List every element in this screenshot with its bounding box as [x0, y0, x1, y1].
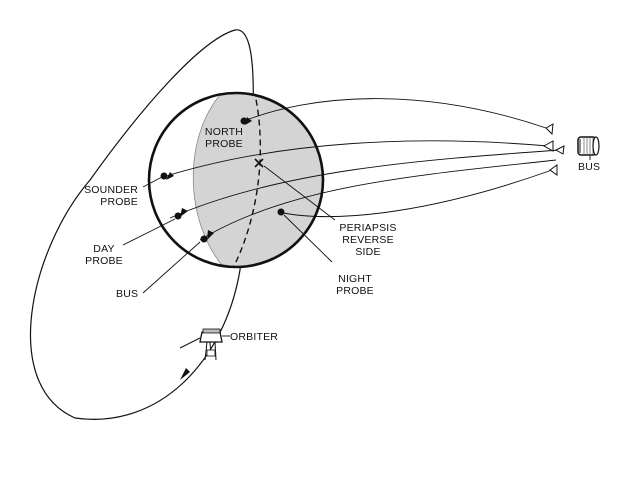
orbit-direction-arrow-icon [180, 368, 190, 380]
night-probe-entry-point [277, 208, 285, 216]
orbiter-label: ORBITER [230, 331, 279, 343]
trajectories [159, 98, 561, 241]
leader-lines [122, 156, 591, 294]
probe-cone-day [554, 145, 565, 155]
planet-shaded-hemisphere [193, 93, 323, 267]
day-probe-entry-point [174, 212, 182, 220]
periapsis-reverse-side-label: PERIAPSIS REVERSE SIDE [339, 222, 397, 258]
trajectory-night-probe [277, 169, 553, 218]
released-probes [542, 123, 565, 176]
trajectory-day-probe [169, 149, 561, 219]
orbiter-spacecraft-icon [179, 328, 230, 361]
trajectory-bus [199, 159, 557, 241]
probe-cone-night [549, 164, 558, 176]
periapsis-marker-icon [254, 158, 264, 168]
bus-entry-point [200, 235, 208, 243]
bus-spacecraft-label: BUS [578, 161, 601, 173]
north-probe-label: NORTH PROBE [204, 126, 244, 150]
sounder-probe-entry-point [160, 172, 168, 180]
trajectory-sounder-probe [159, 140, 549, 179]
day-probe-label: DAY PROBE [85, 243, 123, 267]
leader-sounder [142, 177, 161, 188]
meridian-dashed [231, 93, 262, 267]
bus-planet-label: BUS [116, 288, 139, 300]
trajectory-arrowheads [166, 117, 252, 240]
terminator-line [192, 93, 237, 267]
leader-bus [142, 241, 201, 294]
leader-periapsis [263, 165, 336, 221]
bus-spacecraft-icon [577, 136, 600, 156]
probe-cone-north [545, 123, 554, 136]
probe-cone-sounder [542, 140, 554, 152]
planet-outline [147, 91, 325, 269]
leader-night [283, 214, 333, 263]
night-probe-label: NIGHT PROBE [336, 273, 374, 297]
planet-venus [147, 91, 325, 269]
sounder-probe-label: SOUNDER PROBE [84, 184, 138, 208]
leader-day [122, 218, 176, 246]
trajectory-north-probe [243, 98, 547, 129]
